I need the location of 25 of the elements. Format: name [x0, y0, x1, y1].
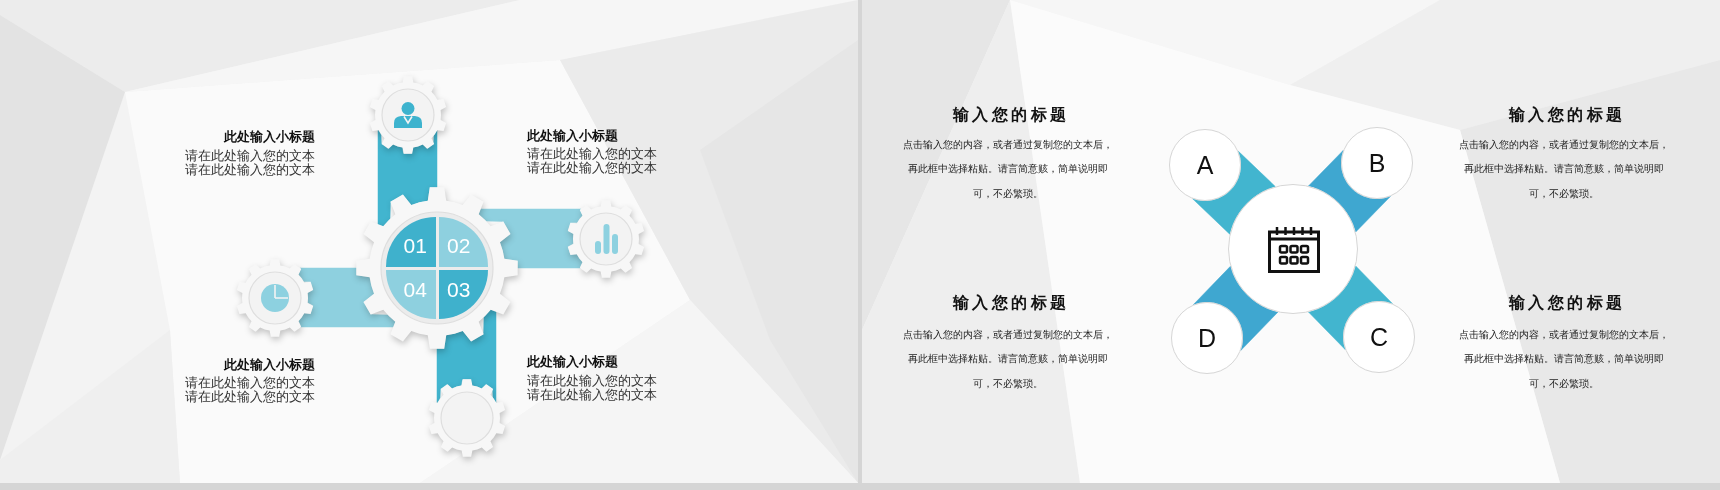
body-text: 请在此处输入您的文本请在此处输入您的文本 — [527, 146, 658, 176]
band-connector — [478, 208, 583, 269]
band-connector — [436, 309, 497, 404]
gear — [356, 187, 518, 349]
paragraph: 点击输入您的内容，或者通过复制您的文本后，再此框中选择粘贴。请言简意赅，简单说明即可，不必繁琐。 — [902, 327, 1114, 391]
paragraph: 点击输入您的内容，或者通过复制您的文本后，再此框中选择粘贴。请言简意赅，简单说明即可，不必繁琐。 — [1458, 327, 1670, 391]
heading: 输入您的标题 — [952, 293, 1070, 313]
body-text: 请在此处输入您的文本请在此处输入您的文本 — [184, 148, 315, 178]
band-connector — [1192, 150, 1276, 235]
paragraph: 点击输入您的内容，或者通过复制您的文本后，再此框中选择粘贴。请言简意赅，简单说明即可，不必繁琐。 — [1458, 137, 1670, 201]
heading: 输入您的标题 — [1508, 105, 1626, 125]
body-text: 请在此处输入您的文本请在此处输入您的文本 — [184, 375, 315, 405]
band-connector — [377, 129, 438, 227]
band-connector — [1308, 149, 1391, 233]
subtitle: 此处输入小标题 — [527, 128, 618, 144]
band-connector — [298, 267, 396, 328]
paragraph: 点击输入您的内容，或者通过复制您的文本后，再此框中选择粘贴。请言简意赅，简单说明即可，不必繁琐。 — [902, 137, 1114, 201]
subtitle: 此处输入小标题 — [224, 357, 315, 373]
band-connector — [1193, 266, 1279, 351]
heading: 输入您的标题 — [952, 105, 1070, 125]
subtitle: 此处输入小标题 — [527, 354, 618, 370]
heading: 输入您的标题 — [1508, 293, 1626, 313]
subtitle: 此处输入小标题 — [224, 129, 315, 145]
band-connector — [1308, 265, 1393, 351]
body-text: 请在此处输入您的文本请在此处输入您的文本 — [527, 373, 658, 403]
